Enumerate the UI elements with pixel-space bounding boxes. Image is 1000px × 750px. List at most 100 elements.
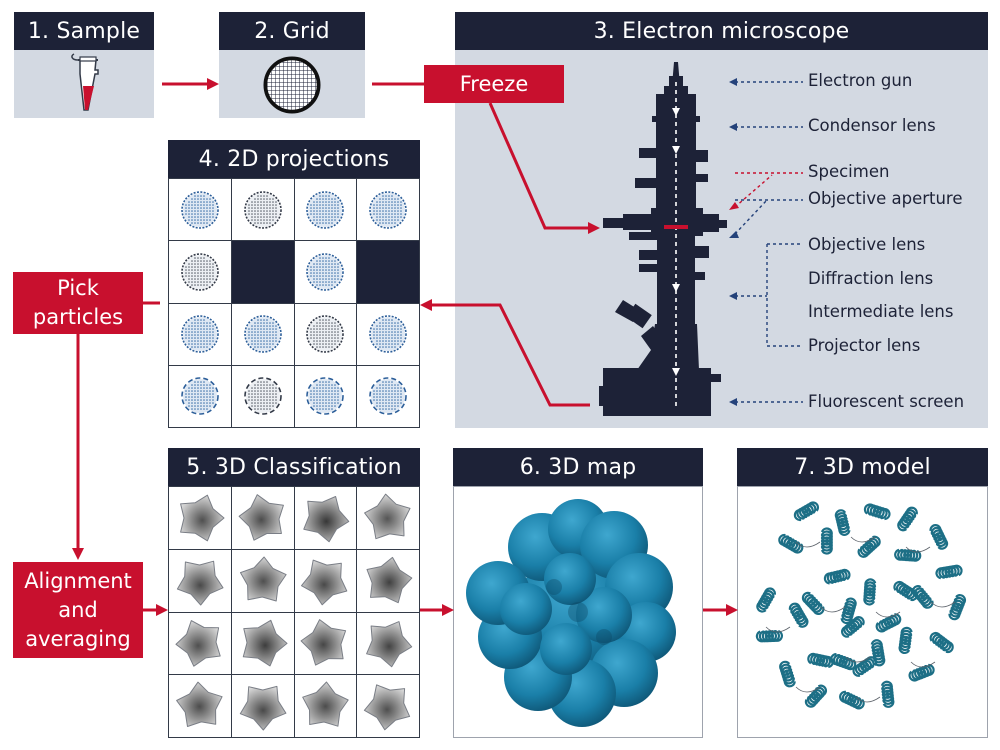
projection-cell (357, 303, 420, 366)
projection-cell (294, 241, 358, 304)
classification-grid (168, 486, 420, 738)
step-2-header: 2. Grid (219, 12, 365, 50)
projection-cell (231, 303, 295, 366)
particle-projection-image (181, 253, 219, 291)
class-average-cell (294, 612, 358, 676)
class-average-cell (169, 549, 232, 613)
label-objective-aperture: Objective aperture (808, 189, 963, 208)
class-average-image (303, 495, 350, 543)
class-average-cell (169, 487, 232, 550)
helix-mark (779, 660, 796, 688)
helix-mark (756, 587, 776, 613)
model-panel (737, 486, 988, 738)
class-average-cell (169, 612, 232, 676)
helix-mark (935, 564, 963, 580)
helix-mark (839, 690, 865, 710)
class-average-cell (231, 549, 295, 613)
class-average-cell (294, 549, 358, 613)
class-average-cell (294, 487, 358, 550)
projection-cell (294, 365, 358, 428)
projection-cell (169, 303, 232, 366)
particle-projection-image (306, 190, 345, 229)
helix-mark (893, 580, 919, 602)
step-2-title: 2. Grid (254, 18, 330, 44)
helix-mark (908, 663, 935, 682)
label-diffraction-lens: Diffraction lens (808, 269, 934, 288)
projection-cell (294, 303, 358, 366)
helix-mark (929, 631, 954, 654)
helix-mark (804, 684, 828, 708)
helix-mark (870, 639, 886, 667)
step-7-title: 7. 3D model (794, 454, 931, 480)
projection-cell (231, 241, 295, 304)
freeze-step: Freeze (424, 65, 564, 103)
class-average-image (175, 681, 223, 728)
helix-mark (897, 506, 918, 532)
particle-projection-image (306, 377, 345, 416)
label-objective-lens: Objective lens (808, 235, 926, 254)
class-average-image (239, 686, 287, 731)
grid-panel (219, 50, 365, 118)
step-4-title: 4. 2D projections (198, 146, 390, 172)
particle-projection-image (243, 377, 282, 416)
sample-panel (14, 50, 154, 118)
sample-tube-icon (71, 53, 99, 111)
class-average-image (364, 684, 411, 731)
particle-projection-image (369, 190, 407, 229)
class-average-image (300, 619, 347, 666)
class-average-cell (357, 612, 420, 676)
projection-cell (169, 365, 232, 428)
step-1-header: 1. Sample (14, 12, 154, 50)
particle-projection-image (369, 377, 407, 416)
projection-cell (231, 365, 295, 428)
particle-projection-image (243, 315, 282, 353)
helix-mark (801, 591, 825, 615)
helix-mark (834, 509, 851, 536)
helix-mark (863, 503, 891, 521)
class-average-cell (357, 675, 420, 738)
helix-mark (898, 626, 913, 655)
helix-mark (793, 501, 820, 522)
class-average-cell (357, 549, 420, 613)
density-map-render (466, 499, 676, 727)
class-average-image (176, 560, 224, 606)
class-average-cell (294, 675, 358, 738)
class-average-cell (357, 487, 420, 550)
step-3-header: 3. Electron microscope (455, 12, 988, 50)
class-average-image (366, 556, 413, 603)
helix-mark (778, 533, 804, 554)
projections-grid (168, 178, 420, 428)
helix-mark (788, 602, 809, 628)
particle-projection-image (306, 253, 345, 291)
particle-projection-image (369, 315, 407, 353)
atomic-model-render (755, 501, 967, 710)
step-3-title: 3. Electron microscope (593, 18, 850, 44)
particle-projection-image (243, 190, 282, 229)
label-specimen: Specimen (808, 162, 890, 181)
pick-label-line2: particles (32, 305, 124, 329)
class-average-image (242, 620, 288, 667)
step-1-title: 1. Sample (27, 18, 141, 44)
particle-projection-image (181, 377, 219, 416)
align-label-line3: averaging (25, 626, 131, 651)
step-6-title: 6. 3D map (519, 454, 637, 480)
step-7-header: 7. 3D model (737, 448, 988, 486)
class-average-image (179, 494, 225, 542)
class-average-image (302, 681, 350, 727)
label-projector-lens: Projector lens (808, 336, 921, 355)
projection-cell (169, 179, 232, 242)
class-average-image (366, 621, 413, 668)
class-average-cell (169, 675, 232, 738)
helix-mark (841, 616, 865, 638)
particle-projection-image (181, 315, 219, 353)
class-average-image (238, 494, 284, 541)
helix-mark (823, 568, 851, 585)
helix-mark (863, 578, 877, 606)
class-average-cell (231, 487, 295, 550)
helix-mark (755, 629, 783, 643)
class-average-cell (231, 612, 295, 676)
class-average-image (301, 559, 348, 605)
class-average-image (364, 493, 411, 540)
label-fluorescent-screen: Fluorescent screen (808, 392, 965, 411)
